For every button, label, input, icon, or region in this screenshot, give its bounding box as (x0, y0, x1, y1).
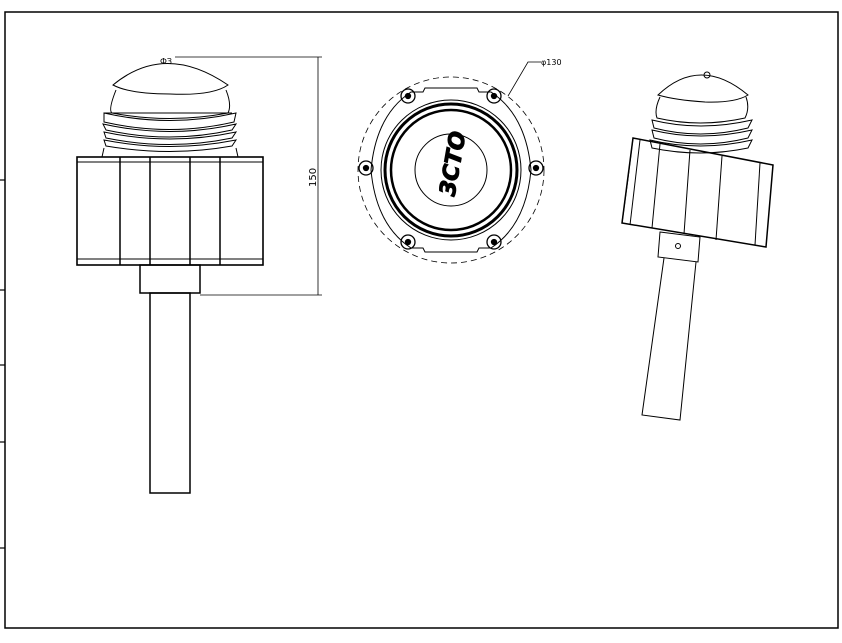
height-dimension: 150 (175, 56, 322, 296)
diameter-dimension-label: φ130 (541, 58, 562, 67)
front-view: ФЗ (76, 57, 264, 494)
top-mark: ФЗ (160, 57, 172, 66)
top-view: 3CTO (357, 76, 545, 264)
isometric-view (621, 71, 774, 421)
frame-ticks (0, 179, 5, 549)
height-dimension-label: 150 (308, 168, 319, 187)
diameter-dimension: φ130 (507, 58, 562, 97)
bolt-holes (358, 88, 544, 250)
drawing-frame (4, 11, 839, 629)
logo-text: 3CTO (436, 130, 472, 199)
